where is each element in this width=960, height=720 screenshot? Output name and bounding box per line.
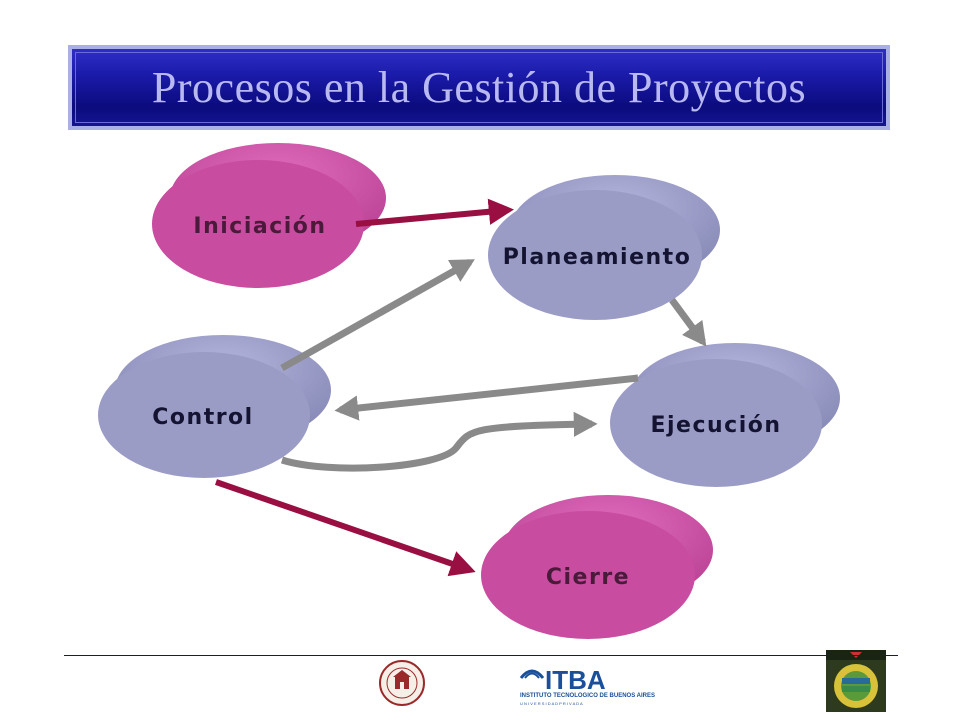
arrow-control-to-planeamiento xyxy=(280,258,475,372)
label-cierre: Cierre xyxy=(546,565,630,590)
itba-logo-name: ITBA xyxy=(545,665,606,695)
label-iniciacion: Iniciación xyxy=(193,214,326,239)
slide-title: Procesos en la Gestión de Proyectos xyxy=(151,63,807,112)
itba-logo-line2: U N I V E R S I D A D P R I V A D A xyxy=(520,701,583,706)
node-cierre: Cierre xyxy=(481,495,713,639)
title-banner: Procesos en la Gestión de Proyectos xyxy=(68,45,890,130)
arrow-iniciacion-to-planeamiento xyxy=(355,198,514,227)
university-seal-logo xyxy=(379,660,425,706)
node-ejecucion: Ejecución xyxy=(610,343,840,487)
label-ejecucion: Ejecución xyxy=(650,413,781,438)
label-planeamiento: Planeamiento xyxy=(503,245,692,270)
node-iniciacion: Iniciación xyxy=(152,143,386,288)
itba-logo-line1: INSTITUTO TECNOLOGICO DE BUENOS AIRES xyxy=(520,693,655,699)
label-control: Control xyxy=(152,405,253,430)
book-cover-thumbnail xyxy=(826,650,886,712)
arrow-control-to-cierre xyxy=(215,479,476,577)
arrow-control-to-ejecucion xyxy=(280,411,598,472)
itba-logo: ITBA INSTITUTO TECNOLOGICO DE BUENOS AIR… xyxy=(519,665,655,706)
arrow-planeamiento-to-ejecucion xyxy=(669,297,707,347)
arrow-ejecucion-to-control xyxy=(334,374,639,421)
node-planeamiento: Planeamiento xyxy=(488,175,720,320)
footer-divider xyxy=(64,655,898,656)
node-control: Control xyxy=(98,335,331,478)
